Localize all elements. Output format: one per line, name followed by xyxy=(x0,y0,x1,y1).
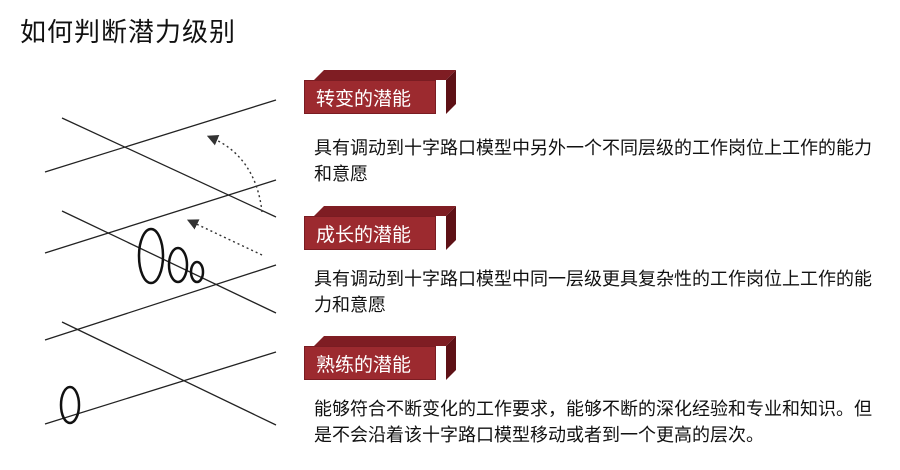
box-top-face xyxy=(314,70,456,80)
level-label-growth: 成长的潜能 xyxy=(304,216,436,250)
box-top-face xyxy=(314,206,456,216)
level-label-proficiency: 熟练的潜能 xyxy=(304,346,436,380)
growth-arrow xyxy=(186,219,263,256)
ellipse-small xyxy=(189,260,205,284)
page-title: 如何判断潜力级别 xyxy=(20,18,237,48)
level-label-text: 成长的潜能 xyxy=(316,223,412,246)
box-top-face xyxy=(314,336,456,346)
crossroad-line xyxy=(44,264,277,341)
crossroad-line xyxy=(44,179,277,254)
level-desc-transition: 具有调动到十字路口模型中另外一个不同层级的工作岗位上工作的能力和意愿 xyxy=(314,138,872,185)
ellipse-medium xyxy=(167,246,189,284)
level-label-transition: 转变的潜能 xyxy=(304,80,436,114)
crossroad-line xyxy=(61,321,277,426)
crossroad-line xyxy=(61,117,277,218)
level-label-text: 转变的潜能 xyxy=(316,87,412,110)
crossroad-line xyxy=(44,351,277,425)
level-label-text: 熟练的潜能 xyxy=(316,353,412,376)
crossroad-line xyxy=(44,99,277,173)
transition-arrow xyxy=(206,135,263,213)
level-desc-proficiency: 能够符合不断变化的工作要求，能够不断的深化经验和专业和知识。但是不会沿着该十字路… xyxy=(314,399,872,446)
level-desc-growth: 具有调动到十字路口模型中同一层级更具复杂性的工作岗位上工作的能力和意愿 xyxy=(314,269,872,316)
ellipse-large xyxy=(137,227,165,285)
ellipse-bottom xyxy=(59,385,81,425)
